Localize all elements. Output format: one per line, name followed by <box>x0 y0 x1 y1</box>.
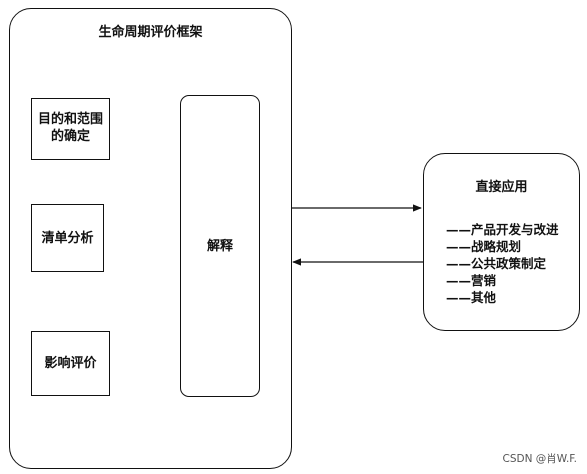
impact-assessment-label: 影响评价 <box>44 356 97 371</box>
direct-applications-title: 直接应用 <box>475 180 528 195</box>
interpretation-label: 解释 <box>206 239 233 254</box>
goal-scope-line1: 目的和范围 <box>37 112 103 127</box>
application-item: ——公共政策制定 <box>446 256 547 271</box>
inventory-analysis-label: 清单分析 <box>41 231 94 246</box>
application-item: ——其他 <box>446 290 497 305</box>
direct-applications-box <box>423 153 580 331</box>
application-item: ——产品开发与改进 <box>446 222 559 237</box>
inventory-analysis-box: 清单分析 <box>31 204 104 272</box>
application-item: ——营销 <box>446 273 497 288</box>
interpretation-box: 解释 <box>180 95 260 397</box>
goal-scope-box: 目的和范围 的确定 <box>31 98 110 160</box>
impact-assessment-box: 影响评价 <box>31 331 110 396</box>
goal-scope-line2: 的确定 <box>50 129 90 144</box>
watermark: CSDN @肖W.F. <box>502 453 577 465</box>
application-item: ——战略规划 <box>446 239 522 254</box>
framework-title: 生命周期评价框架 <box>98 25 203 40</box>
